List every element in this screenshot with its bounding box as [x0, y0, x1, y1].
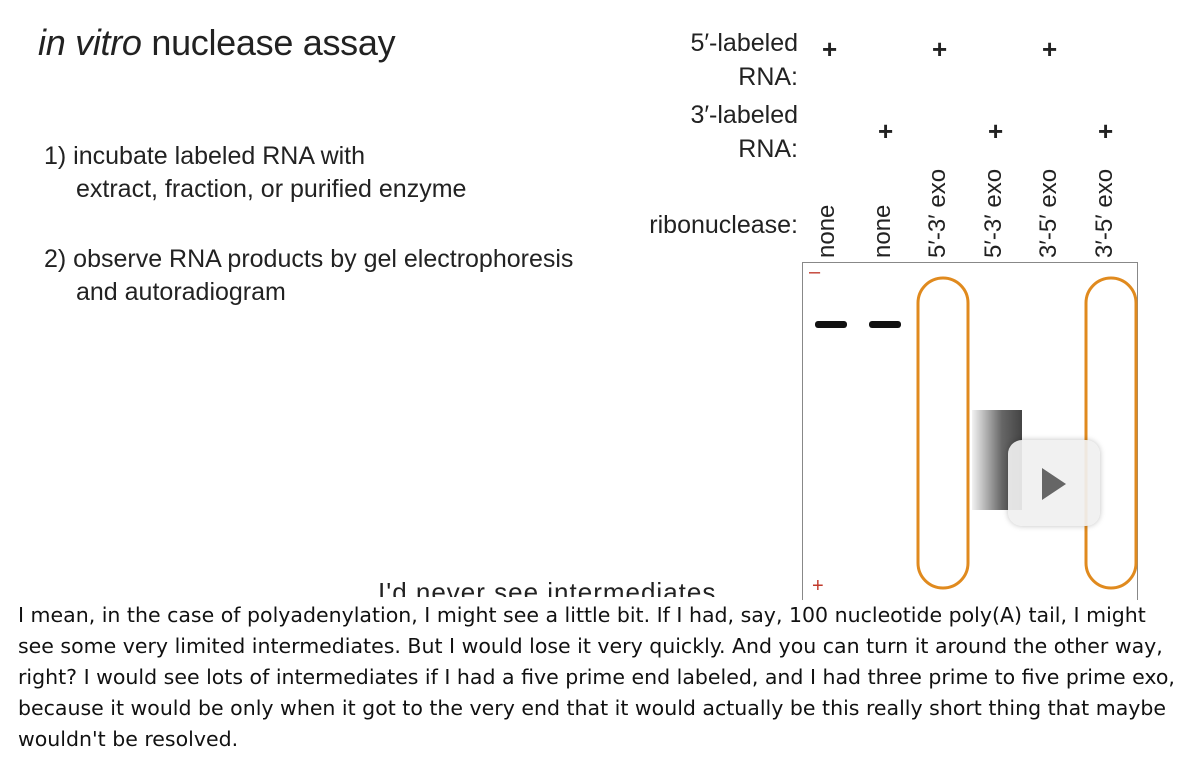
partial-caption: I'd never see intermediates	[378, 577, 717, 597]
gel-top-marker: –	[809, 261, 821, 283]
plus-3p-lane6: +	[1098, 116, 1114, 146]
plus-5p-lane3: +	[932, 34, 948, 64]
gel-band-lane2	[869, 321, 901, 328]
three-prime-label-line2: RNA:	[738, 135, 798, 163]
step-1-line2: extract, fraction, or purified enzyme	[76, 175, 467, 203]
step-1: 1) incubate labeled RNA with extract, fr…	[44, 140, 466, 206]
plus-3p-lane4: +	[988, 116, 1004, 146]
three-prime-label: 3′-labeled RNA:	[640, 98, 798, 166]
five-prime-label-line1: 5′-labeled	[690, 29, 798, 57]
plus-5p-lane5: +	[1042, 34, 1058, 64]
play-icon	[1042, 468, 1066, 500]
step-2-line1: 2) observe RNA products by gel electroph…	[44, 245, 574, 273]
three-prime-label-line1: 3′-labeled	[690, 101, 798, 129]
lane-outlines	[916, 276, 1138, 590]
step-2: 2) observe RNA products by gel electroph…	[44, 243, 573, 309]
five-prime-label: 5′-labeled RNA:	[640, 26, 798, 94]
gel-band-lane1	[815, 321, 847, 328]
plus-3p-lane2: +	[878, 116, 894, 146]
gel-bottom-marker: +	[812, 575, 824, 597]
title-italic: in vitro	[38, 22, 142, 63]
gel-panel: –	[802, 261, 1138, 603]
ribonuclease-label: ribonuclease:	[649, 211, 798, 239]
title-rest: nuclease assay	[141, 22, 396, 63]
outline-lane3	[916, 276, 970, 590]
outline-lane6	[1084, 276, 1138, 590]
slide-title: in vitro nuclease assay	[38, 22, 396, 64]
video-subtitle: I mean, in the case of polyadenylation, …	[18, 600, 1184, 755]
step-2-line2: and autoradiogram	[76, 278, 286, 306]
five-prime-label-line2: RNA:	[738, 63, 798, 91]
plus-5p-lane1: +	[822, 34, 838, 64]
video-play-button[interactable]	[1008, 440, 1100, 526]
lecture-slide: in vitro nuclease assay 1) incubate labe…	[38, 22, 1138, 603]
step-1-line1: 1) incubate labeled RNA with	[44, 142, 366, 170]
